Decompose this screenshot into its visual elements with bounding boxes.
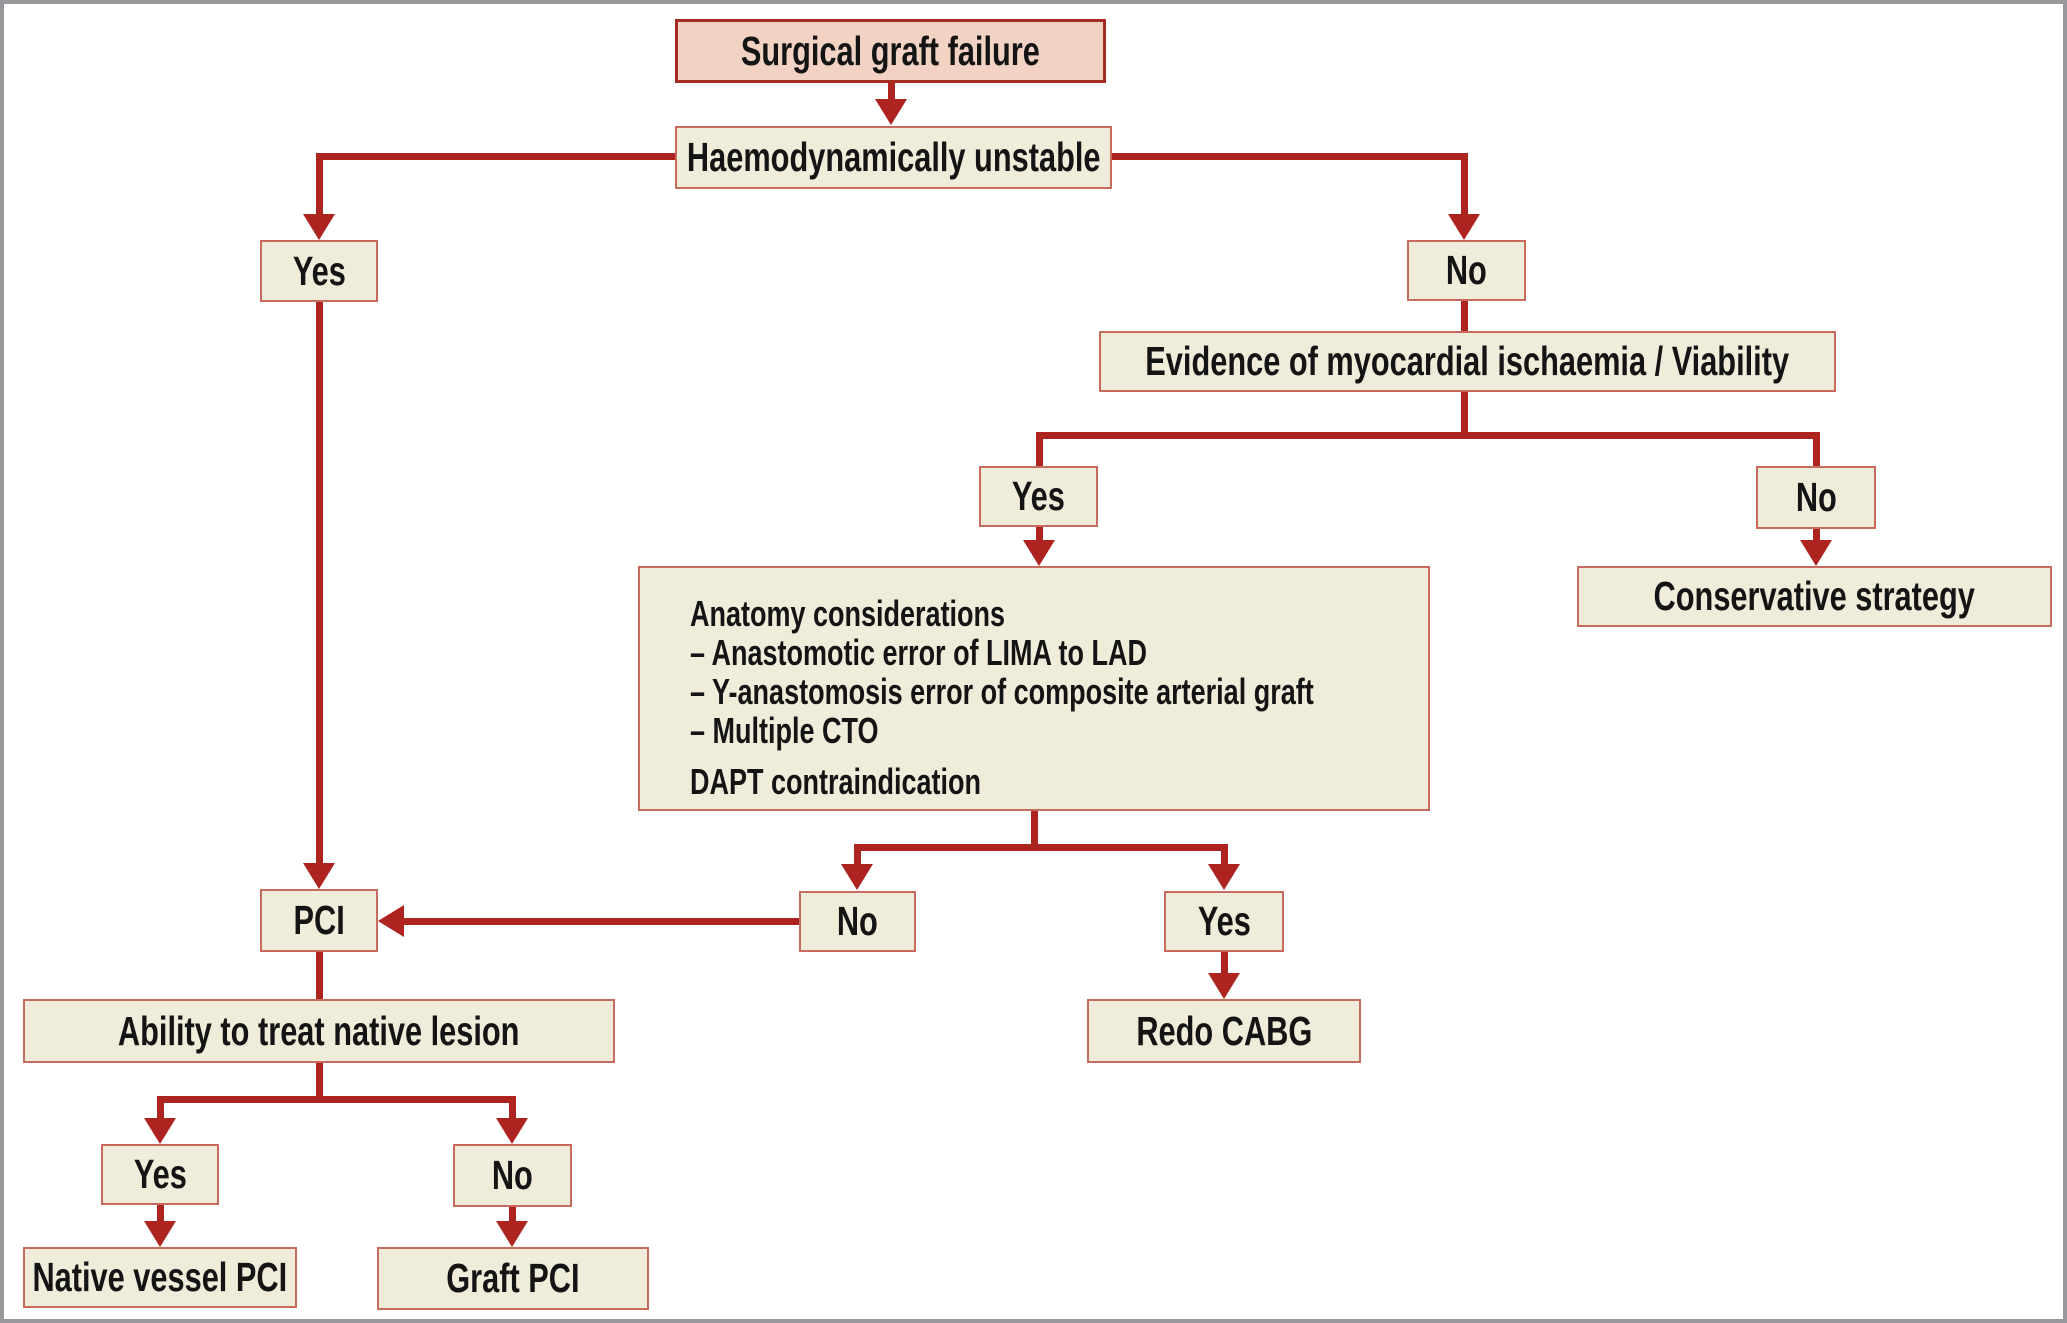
edge-no-conservative-line	[1813, 529, 1820, 545]
arrowhead-into-haemo-yes-icon	[303, 214, 335, 240]
edge-no-evidence-line	[1461, 301, 1468, 331]
node-label: Evidence of myocardial ischaemia / Viabi…	[1145, 338, 1790, 384]
node-label: Haemodynamically unstable	[686, 134, 1101, 180]
edge-evidence-branch-line	[1461, 392, 1468, 435]
arrowhead-into-anatomy-yes-icon	[1208, 864, 1240, 890]
node-ability-yes: Yes	[101, 1144, 219, 1205]
edge-yes-native-line	[157, 1205, 164, 1225]
node-anatomy-no: No	[799, 891, 916, 952]
node-label: Yes	[1197, 898, 1251, 944]
edge-ability-split-hbar	[157, 1096, 516, 1103]
edge-pci-ability-line	[316, 952, 323, 999]
edge-haemo-no-hline	[1109, 153, 1468, 160]
edge-haemo-yes-vline	[316, 153, 323, 217]
node-anatomy-considerations: Anatomy considerations – Anastomotic err…	[638, 566, 1430, 811]
node-label: No	[1795, 474, 1837, 520]
edge-branch-evidence-no-line	[1813, 432, 1820, 466]
node-evidence-no: No	[1756, 466, 1876, 529]
node-label: Yes	[292, 247, 346, 294]
edge-no-pci-hline	[402, 918, 799, 925]
arrowhead-into-ability-no-icon	[496, 1118, 528, 1144]
edge-split-ability-yes-line	[157, 1096, 164, 1122]
node-pci: PCI	[260, 889, 378, 952]
node-evidence-yes: Yes	[979, 466, 1098, 527]
edge-yes-redo-line	[1221, 952, 1228, 976]
edge-haemo-yes-hline	[316, 153, 678, 160]
anatomy-item: – Y-anastomosis error of composite arter…	[690, 671, 1314, 712]
arrowhead-into-anatomy-icon	[1023, 540, 1055, 566]
arrowhead-into-redo-icon	[1208, 973, 1240, 999]
node-haemo-no: No	[1407, 240, 1526, 301]
node-surgical-graft-failure: Surgical graft failure	[675, 19, 1106, 83]
node-label: No	[492, 1152, 533, 1198]
node-anatomy-yes: Yes	[1164, 891, 1284, 952]
node-label: PCI	[293, 897, 345, 943]
anatomy-footer: DAPT contraindication	[690, 761, 982, 802]
arrowhead-into-conservative-icon	[1800, 540, 1832, 566]
node-label: Conservative strategy	[1653, 573, 1976, 619]
edge-evidence-branch-hbar	[1036, 432, 1820, 439]
node-ability-to-treat: Ability to treat native lesion	[23, 999, 615, 1063]
arrowhead-into-haemo-icon	[875, 99, 907, 125]
node-label: Graft PCI	[446, 1255, 580, 1301]
arrowhead-into-ability-yes-icon	[144, 1118, 176, 1144]
node-label: Surgical graft failure	[740, 27, 1041, 74]
edge-anatomy-split-hbar	[854, 844, 1228, 851]
arrowhead-into-pci-left-icon	[378, 905, 404, 937]
node-label: Redo CABG	[1136, 1007, 1312, 1054]
arrowhead-into-graft-icon	[496, 1221, 528, 1247]
node-haemodynamically-unstable: Haemodynamically unstable	[675, 126, 1112, 189]
node-conservative-strategy: Conservative strategy	[1577, 566, 2052, 627]
node-ability-no: No	[453, 1144, 572, 1207]
anatomy-item: – Anastomotic error of LIMA to LAD	[690, 632, 1148, 673]
arrowhead-into-pci-top-icon	[303, 863, 335, 889]
edge-start-haemo-line	[888, 83, 895, 105]
edge-no-graft-line	[509, 1207, 516, 1225]
edge-yes-anatomy-line	[1036, 527, 1043, 545]
node-haemo-yes: Yes	[260, 240, 378, 302]
node-label: Ability to treat native lesion	[118, 1007, 520, 1054]
node-label: No	[837, 898, 878, 944]
node-label: No	[1446, 247, 1487, 293]
node-label: Yes	[133, 1151, 187, 1197]
anatomy-title: Anatomy considerations	[690, 593, 1006, 634]
edge-haemo-no-vline	[1461, 153, 1468, 216]
node-label: Yes	[1011, 473, 1066, 519]
edge-yes-pci-vline	[316, 302, 323, 866]
node-label: Native vessel PCI	[32, 1254, 288, 1300]
edge-anatomy-split-line	[1031, 811, 1038, 847]
arrowhead-into-anatomy-no-icon	[841, 864, 873, 890]
node-evidence-ischaemia: Evidence of myocardial ischaemia / Viabi…	[1099, 331, 1836, 392]
node-redo-cabg: Redo CABG	[1087, 999, 1361, 1063]
edge-split-anatomy-yes-line	[1221, 844, 1228, 867]
edge-ability-split-line	[316, 1063, 323, 1099]
edge-split-ability-no-line	[509, 1096, 516, 1122]
edge-branch-evidence-yes-line	[1036, 432, 1043, 466]
anatomy-item: – Multiple CTO	[690, 710, 879, 751]
edge-split-anatomy-no-line	[854, 844, 861, 867]
arrowhead-into-native-icon	[144, 1221, 176, 1247]
node-native-vessel-pci: Native vessel PCI	[23, 1247, 297, 1308]
node-graft-pci: Graft PCI	[377, 1247, 649, 1310]
arrowhead-into-haemo-no-icon	[1448, 214, 1480, 240]
